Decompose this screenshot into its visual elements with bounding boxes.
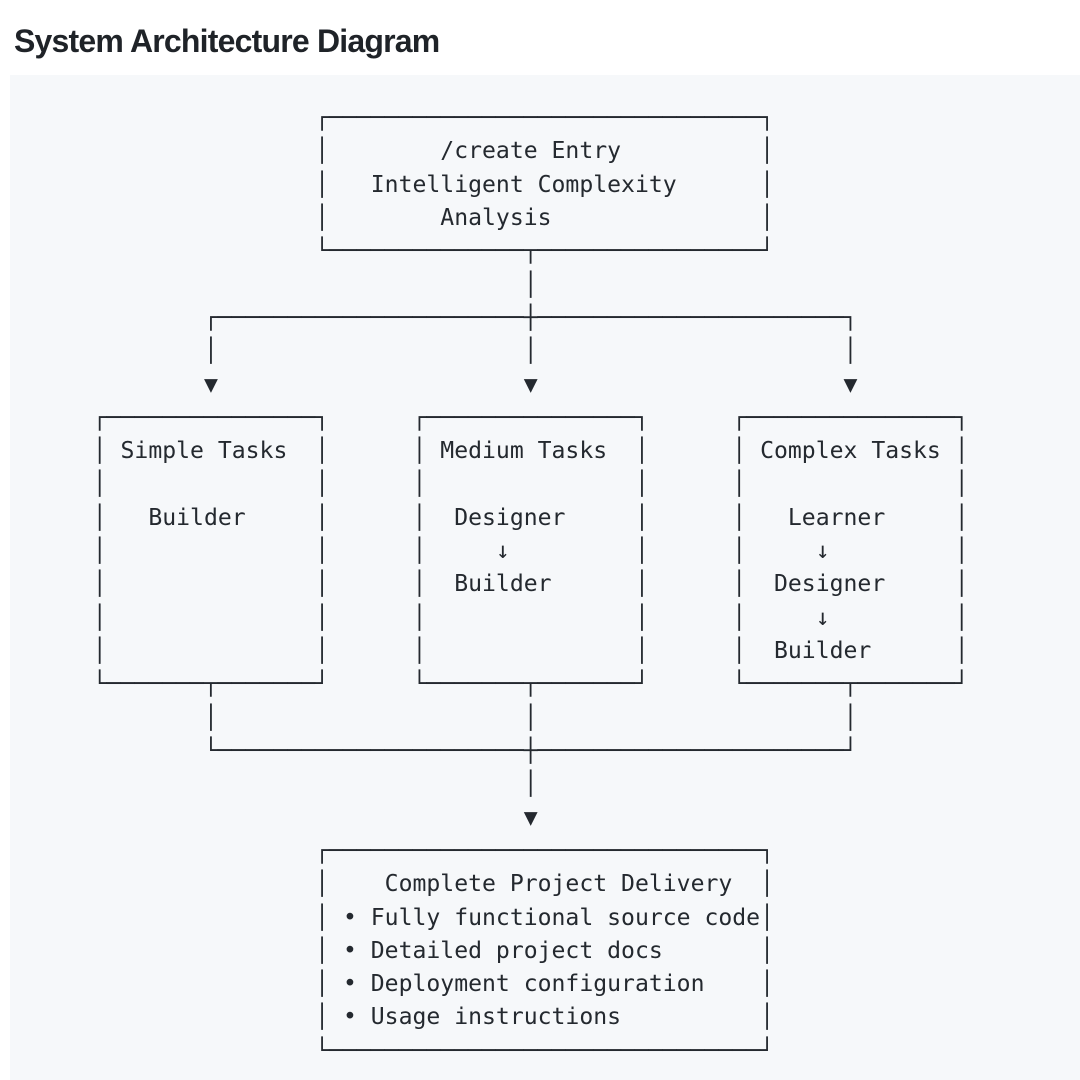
code-block-panel: ┌───────────────────────────────┐ │ /cre… — [10, 75, 1080, 1080]
page-title: System Architecture Diagram — [14, 23, 440, 60]
architecture-ascii-diagram: ┌───────────────────────────────┐ │ /cre… — [92, 105, 969, 1064]
